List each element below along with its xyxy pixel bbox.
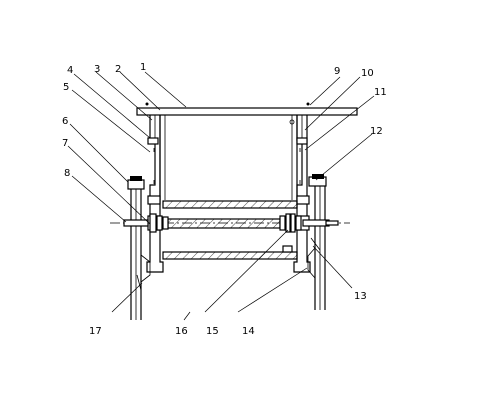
outer-left-post	[123, 176, 151, 320]
right-column	[289, 115, 311, 273]
inner-frame	[159, 115, 298, 200]
left-column	[146, 115, 164, 273]
label-12: 12	[370, 126, 383, 137]
top-plate	[136, 107, 358, 116]
upper-beam	[162, 200, 298, 209]
coupling-left	[149, 213, 169, 233]
label-10: 10	[361, 68, 374, 79]
label-3: 3	[94, 64, 100, 75]
label-14: 14	[242, 326, 255, 337]
label-4: 4	[67, 65, 73, 76]
label-2: 2	[115, 64, 121, 75]
label-5: 5	[63, 82, 69, 93]
label-1: 1	[140, 62, 146, 73]
outer-right-post	[302, 174, 339, 310]
small-marks	[145, 102, 310, 184]
leader-lines	[67, 71, 375, 321]
label-16: 16	[175, 326, 188, 337]
label-9: 9	[334, 66, 340, 77]
label-11: 11	[374, 87, 387, 98]
label-17: 17	[89, 326, 102, 337]
label-15: 15	[206, 326, 219, 337]
label-8: 8	[64, 168, 70, 179]
label-7: 7	[62, 138, 68, 149]
lower-beam	[162, 251, 298, 260]
label-6: 6	[62, 116, 68, 127]
coupling-right	[279, 213, 302, 253]
label-13: 13	[354, 291, 367, 302]
part-labels: 1 2 3 4 5 6 7 8 9 10 11 12 13 14 15 16 1…	[62, 62, 387, 337]
